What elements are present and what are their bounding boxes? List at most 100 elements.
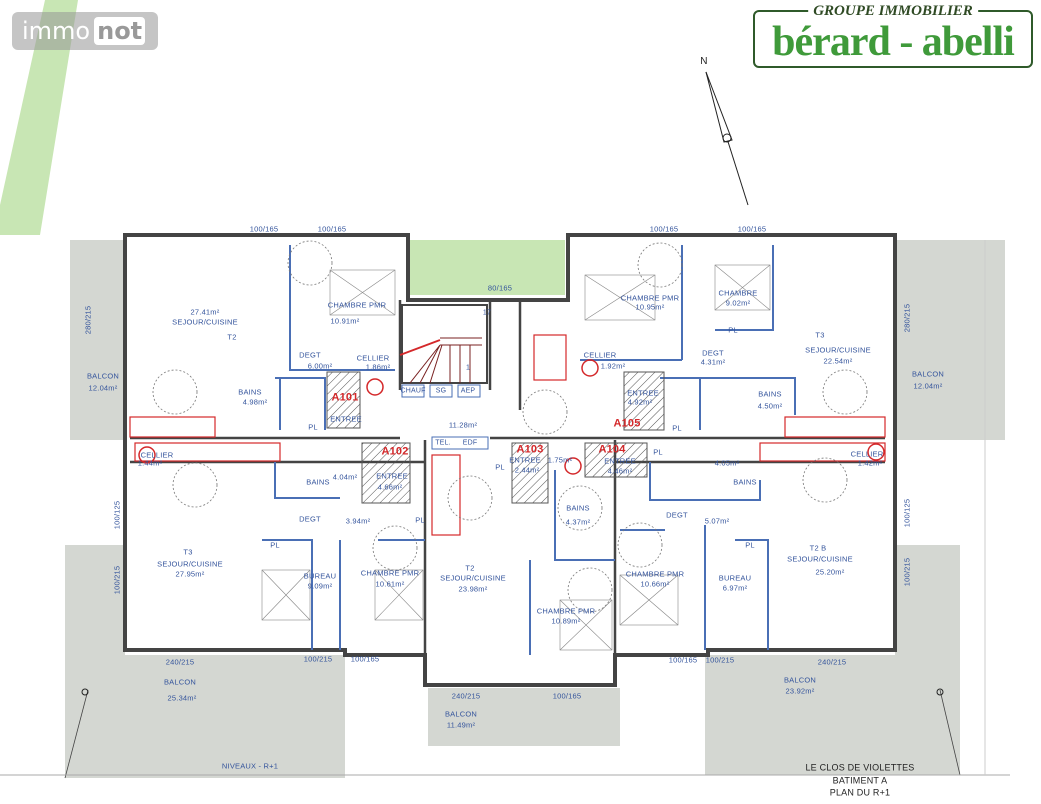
room-name-label: CHAMBRE	[718, 288, 758, 298]
unit-id-label: A102	[381, 445, 409, 458]
room-name-label: BAINS	[306, 477, 330, 487]
room-name-label: CHAUF	[400, 387, 426, 395]
staircase	[399, 304, 489, 450]
opening-dimension-label: 100/165	[668, 655, 698, 665]
unit-id-label: A101	[331, 391, 359, 404]
opening-dimension-label: 100/165	[649, 224, 679, 234]
area-label: 10.91m²	[330, 316, 360, 326]
area-label: 3.94m²	[345, 516, 371, 526]
room-name-label: PL	[308, 422, 318, 432]
opening-dimension-label: 100/215	[902, 557, 912, 587]
room-name-label: 1	[465, 364, 471, 372]
immonot-logo-part1: immo	[22, 17, 91, 45]
area-label: 4.37m²	[565, 517, 591, 527]
area-label: 6.97m²	[722, 583, 748, 593]
kitchens	[129, 334, 886, 536]
room-name-label: T2 B	[809, 543, 827, 553]
opening-dimension-label: 100/165	[317, 224, 347, 234]
immonot-logo-part2: not	[94, 17, 146, 45]
room-name-label: DEGT	[666, 510, 688, 520]
room-name-label: BAINS	[758, 389, 782, 399]
room-name-label: ENTREE	[604, 456, 636, 466]
area-label: 10.95m²	[635, 302, 665, 312]
room-name-label: CELLIER	[850, 449, 884, 459]
room-name-label: BALCON	[783, 675, 817, 685]
room-name-label: SEJOUR/CUISINE	[787, 554, 853, 564]
room-name-label: PL	[495, 462, 505, 472]
room-name-label: PL	[728, 325, 738, 335]
area-label: 4.04m²	[332, 472, 358, 482]
area-label: 23.92m²	[785, 686, 815, 696]
opening-dimension-label: 100/215	[112, 565, 122, 595]
opening-dimension-label: 100/165	[249, 224, 279, 234]
area-label: 9.02m²	[725, 298, 751, 308]
room-name-label: SG	[435, 387, 447, 395]
opening-dimension-label: 100/165	[350, 654, 380, 664]
green-strip	[0, 0, 78, 235]
room-name-label: ENTREE	[627, 388, 659, 398]
room-name-label: PL	[672, 423, 682, 433]
room-name-label: CHAMBRE PMR	[625, 569, 685, 579]
room-name-label: BAINS	[733, 477, 757, 487]
room-name-label: DEGT	[299, 350, 321, 360]
room-name-label: ENTREE	[376, 471, 408, 481]
room-name-label: CELLIER	[583, 350, 617, 360]
room-name-label: PL	[653, 447, 663, 457]
room-name-label: BALCON	[911, 369, 945, 379]
opening-dimension-label: 100/215	[705, 655, 735, 665]
green-courtyard	[408, 240, 565, 295]
unit-id-label: A104	[598, 443, 626, 456]
opening-dimension-label: 240/215	[451, 691, 481, 701]
room-name-label: T3	[183, 547, 193, 557]
area-label: 23.98m²	[458, 584, 488, 594]
room-name-label: TEL.	[435, 439, 451, 447]
room-name-label: CELLIER	[356, 353, 390, 363]
room-name-label: ENTREE	[330, 414, 362, 424]
entrances	[326, 371, 665, 504]
room-name-label: CHAMBRE PMR	[536, 606, 596, 616]
room-name-label: 17	[482, 309, 492, 317]
room-name-label: T2	[465, 563, 475, 573]
area-label: 11.28m²	[448, 420, 478, 430]
brand-group-text: GROUPE IMMOBILIER	[808, 3, 978, 20]
building-outline	[123, 233, 897, 687]
area-label: 4.98m²	[242, 397, 268, 407]
area-label: 25.20m²	[815, 567, 845, 577]
area-label: 1.42m²	[857, 458, 883, 468]
room-name-label: SEJOUR/CUISINE	[157, 559, 223, 569]
room-name-label: SEJOUR/CUISINE	[440, 573, 506, 583]
room-name-label: BALCON	[163, 677, 197, 687]
unit-id-label: A105	[613, 417, 641, 430]
opening-dimension-label: 100/215	[303, 654, 333, 664]
room-name-label: CHAMBRE PMR	[327, 300, 387, 310]
area-label: 1.86m²	[365, 362, 391, 372]
area-label: 4.05m²	[714, 458, 740, 468]
area-label: 1.44m²	[137, 458, 163, 468]
opening-dimension-label: 100/165	[737, 224, 767, 234]
area-label: 1.75m²	[547, 455, 573, 465]
room-name-label: NIVEAUX - R+1	[221, 761, 279, 771]
room-name-label: CELLIER	[140, 450, 174, 460]
area-label: 4.92m²	[627, 397, 653, 407]
area-label: 27.41m²	[190, 307, 220, 317]
room-name-label: PL	[415, 515, 425, 525]
compass-north-arrow	[705, 71, 749, 206]
room-name-label: AEP	[460, 387, 476, 395]
room-name-label: CHAMBRE PMR	[620, 293, 680, 303]
room-name-label: BUREAU	[718, 573, 752, 583]
area-label: 10.61m²	[375, 579, 405, 589]
area-label: 2.44m²	[514, 465, 540, 475]
area-label: 4.66m²	[377, 482, 403, 492]
room-name-label: BATIMENT A	[832, 775, 888, 786]
room-name-label: PLAN DU R+1	[829, 787, 891, 798]
area-label: 4.50m²	[757, 401, 783, 411]
area-label: 12.04m²	[88, 383, 118, 393]
room-name-label: SEJOUR/CUISINE	[172, 317, 238, 327]
area-label: 10.66m²	[640, 579, 670, 589]
room-name-label: EDF	[462, 439, 478, 447]
area-label: 6.00m²	[307, 361, 333, 371]
room-name-label: ENTREE	[509, 455, 541, 465]
room-name-label: BUREAU	[303, 571, 337, 581]
